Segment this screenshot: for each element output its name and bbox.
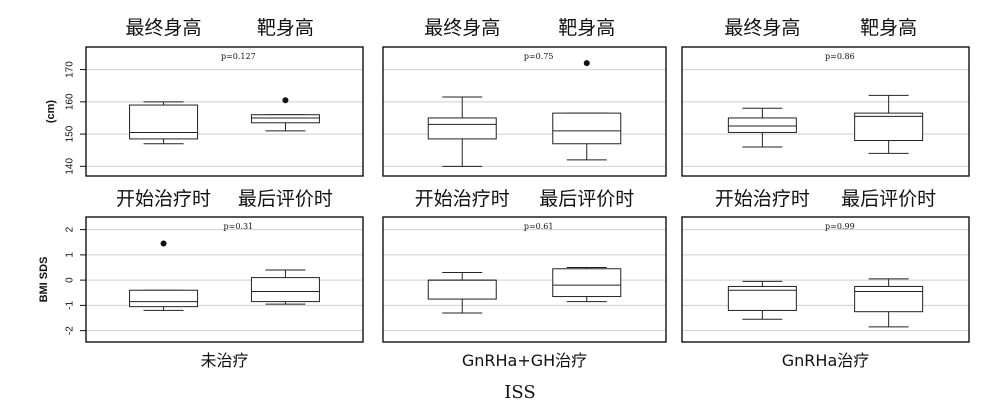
category-label: 最后评价时 (841, 188, 936, 210)
group-label: GnRHa+GH治疗 (462, 351, 587, 370)
text-layer: (cm) 140 150 160 170 p=0.127 最终身高 靶身高 p=0.75 最终身高… (38, 17, 936, 403)
box (427, 117, 497, 140)
box (854, 112, 924, 142)
category-label: 最终身高 (424, 17, 500, 39)
box (552, 112, 622, 145)
box (250, 114, 320, 124)
panel-frame (681, 216, 970, 343)
box (854, 285, 924, 313)
box (727, 285, 797, 311)
group-label: GnRHa治疗 (782, 351, 870, 370)
category-label: 最终身高 (724, 17, 800, 39)
y-tick-label: 0 (65, 277, 76, 283)
p-value: p=0.99 (825, 222, 855, 231)
y-tick-label: 140 (65, 158, 76, 175)
y-tick-label: 2 (65, 226, 76, 232)
frame-layer (80, 46, 970, 343)
category-label: 最后评价时 (238, 188, 333, 210)
panel-frame (681, 46, 970, 177)
group-label: 未治疗 (200, 351, 248, 370)
category-label: 最后评价时 (539, 188, 634, 210)
y-tick-label: -1 (65, 301, 76, 310)
panel-frame (85, 46, 364, 177)
category-label: 靶身高 (257, 17, 314, 39)
y-tick-label: -2 (65, 326, 76, 335)
outlier-point (160, 240, 167, 247)
y-axis-label: (cm) (45, 100, 57, 124)
panel-frame (382, 216, 667, 343)
box (727, 117, 797, 133)
y-tick-label: 160 (65, 93, 76, 110)
outlier-point (282, 97, 289, 104)
box (129, 104, 199, 140)
panel-frame (382, 46, 667, 177)
grid-layer (86, 69, 969, 332)
box (250, 277, 320, 303)
main-x-label: ISS (504, 382, 535, 403)
box (129, 289, 199, 308)
p-value: p=0.127 (221, 52, 256, 61)
category-label: 开始治疗时 (116, 188, 211, 210)
category-label: 靶身高 (558, 17, 615, 39)
box (552, 268, 622, 298)
panel-frame (85, 216, 364, 343)
category-label: 靶身高 (860, 17, 917, 39)
p-value: p=0.61 (524, 222, 554, 231)
category-label: 开始治疗时 (715, 188, 810, 210)
p-value: p=0.31 (224, 222, 254, 231)
category-label: 开始治疗时 (415, 188, 510, 210)
outlier-point (583, 60, 590, 67)
y-tick-label: 170 (65, 61, 76, 78)
y-tick-label: 150 (65, 125, 76, 142)
p-value: p=0.75 (524, 52, 554, 61)
y-tick-label: 1 (65, 252, 76, 258)
y-axis-label: BMI SDS (38, 257, 50, 303)
box-layer (129, 60, 924, 328)
box (427, 279, 497, 300)
category-label: 最终身高 (126, 17, 202, 39)
p-value: p=0.86 (825, 52, 855, 61)
